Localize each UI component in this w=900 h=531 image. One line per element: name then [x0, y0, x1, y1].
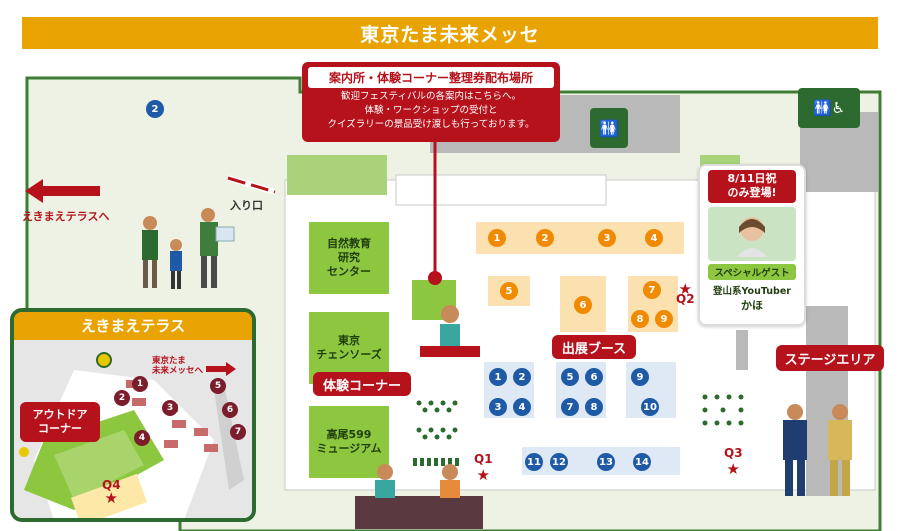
stage-area-label[interactable]: ステージエリア — [776, 345, 884, 371]
outdoor-corner-label[interactable]: アウトドア コーナー — [20, 402, 100, 442]
booth-orange-5[interactable]: 5 — [500, 282, 518, 300]
inset-marker-7[interactable]: 7 — [230, 424, 246, 440]
hikers-illustration — [142, 208, 235, 289]
booth-orange-4[interactable]: 4 — [645, 229, 663, 247]
arrow-left-icon — [25, 179, 100, 203]
booth-blue-10[interactable]: 10 — [641, 398, 659, 416]
inset-marker-6[interactable]: 6 — [222, 402, 238, 418]
map-marker-2[interactable]: 2 — [146, 100, 164, 118]
guest-date-line2: のみ登場! — [727, 186, 777, 200]
guest-photo — [708, 206, 796, 261]
guest-subtitle: 登山系YouTuber — [713, 285, 791, 297]
arrow-right-icon — [206, 362, 236, 376]
quiz-label-q1: Q1 — [474, 452, 493, 466]
booth-blue-6[interactable]: 6 — [585, 368, 603, 386]
seating-dots-stage — [702, 394, 744, 426]
quiz-point-q3[interactable]: Q3 ★ — [724, 446, 743, 478]
info-box: 案内所・体験コーナー整理券配布場所 歓迎フェスティバルの各案内はこちらへ。 体験… — [302, 62, 560, 142]
quiz-point-q1[interactable]: Q1 ★ — [474, 452, 493, 484]
booth-orange-6[interactable]: 6 — [574, 296, 592, 314]
booth-orange-2[interactable]: 2 — [536, 229, 554, 247]
star-icon: ★ — [726, 460, 740, 478]
quiz-point-q4[interactable]: Q4 ★ — [102, 478, 121, 506]
booth-blue-8[interactable]: 8 — [585, 398, 603, 416]
info-desk-staff — [420, 305, 480, 357]
guest-name: かほ — [741, 298, 763, 312]
booth-orange-3[interactable]: 3 — [598, 229, 616, 247]
booth-blue-2[interactable]: 2 — [513, 368, 531, 386]
inset-marker-1[interactable]: 1 — [132, 376, 148, 392]
taiken-corner-label[interactable]: 体験コーナー — [313, 372, 411, 396]
venue-title: 東京たま未来メッセ — [22, 17, 878, 49]
booth-blue-13[interactable]: 13 — [597, 453, 615, 471]
arrow-label: えきまえテラスへ — [22, 210, 110, 223]
booth-blue-4[interactable]: 4 — [513, 398, 531, 416]
inset-marker-5[interactable]: 5 — [210, 378, 226, 394]
special-guest-card[interactable]: 8/11日祝 のみ登場! スペシャルゲスト 登山系YouTuber かほ — [698, 164, 806, 326]
star-icon: ★ — [678, 280, 692, 298]
guest-badge: スペシャルゲスト — [708, 263, 796, 280]
booth-blue-5[interactable]: 5 — [561, 368, 579, 386]
booth-blue-1[interactable]: 1 — [489, 368, 507, 386]
workshop-people — [375, 464, 460, 498]
inset-to-messe-label: 東京たま 未来メッセへ — [152, 356, 204, 377]
booth-blue-3[interactable]: 3 — [489, 398, 507, 416]
booth-orange-8[interactable]: 8 — [631, 310, 649, 328]
booth-blue-12[interactable]: 12 — [550, 453, 568, 471]
booth-orange-1[interactable]: 1 — [488, 229, 506, 247]
inset-marker-3[interactable]: 3 — [162, 400, 178, 416]
quiz-label-q3: Q3 — [724, 446, 743, 460]
booth-orange-9[interactable]: 9 — [655, 310, 673, 328]
guest-avatar-icon — [737, 216, 767, 257]
guest-date-banner: 8/11日祝 のみ登場! — [708, 170, 796, 203]
restroom-icon: 🚻 — [590, 108, 628, 148]
star-icon: ★ — [104, 489, 118, 507]
inset-marker-4[interactable]: 4 — [134, 430, 150, 446]
gray-pillar-small — [736, 330, 748, 370]
info-pointer-line — [428, 142, 442, 285]
info-box-line-2: 体験・ワークショップの受付と — [364, 104, 498, 116]
booth-blue-14[interactable]: 14 — [633, 453, 651, 471]
info-box-line-3: クイズラリーの景品受け渡しも行っております。 — [327, 118, 535, 130]
info-box-heading: 案内所・体験コーナー整理券配布場所 — [308, 67, 554, 88]
inset-title: えきまえテラス — [14, 312, 252, 340]
green-area-left — [287, 155, 387, 195]
booth-blue-9[interactable]: 9 — [631, 368, 649, 386]
accessible-restroom-icon: 🚻♿ — [798, 88, 860, 128]
seating-dots-1 — [416, 400, 458, 440]
star-icon: ★ — [476, 466, 490, 484]
booth-blue-7[interactable]: 7 — [561, 398, 579, 416]
guest-date-line1: 8/11日祝 — [727, 172, 777, 185]
inset-marker-2[interactable]: 2 — [114, 390, 130, 406]
exhibit-booth-label[interactable]: 出展ブース — [552, 335, 636, 359]
quiz-label-q4: Q4 — [102, 478, 121, 492]
info-box-line-1: 歓迎フェスティバルの各案内はこちらへ。 — [341, 91, 521, 102]
bench-row — [413, 458, 459, 466]
facility-takao-599-museum[interactable]: 高尾599 ミュージアム — [309, 406, 389, 478]
booth-orange-7[interactable]: 7 — [643, 281, 661, 299]
gray-pillar — [806, 306, 848, 496]
workshop-table — [355, 496, 483, 529]
inset-map-ekimae-terrace: えきまえテラス 1 2 3 4 5 6 7 東京たま 未来メッセへ アウトドア … — [10, 308, 256, 522]
stage-performers — [783, 404, 852, 496]
quiz-point-q2[interactable]: ★ Q2 — [676, 280, 695, 306]
entrance-label: 入り口 — [230, 199, 263, 212]
facility-nature-center[interactable]: 自然教育 研究 センター — [309, 222, 389, 294]
booth-blue-11[interactable]: 11 — [525, 453, 543, 471]
quiz-label-q2: Q2 — [676, 292, 695, 306]
